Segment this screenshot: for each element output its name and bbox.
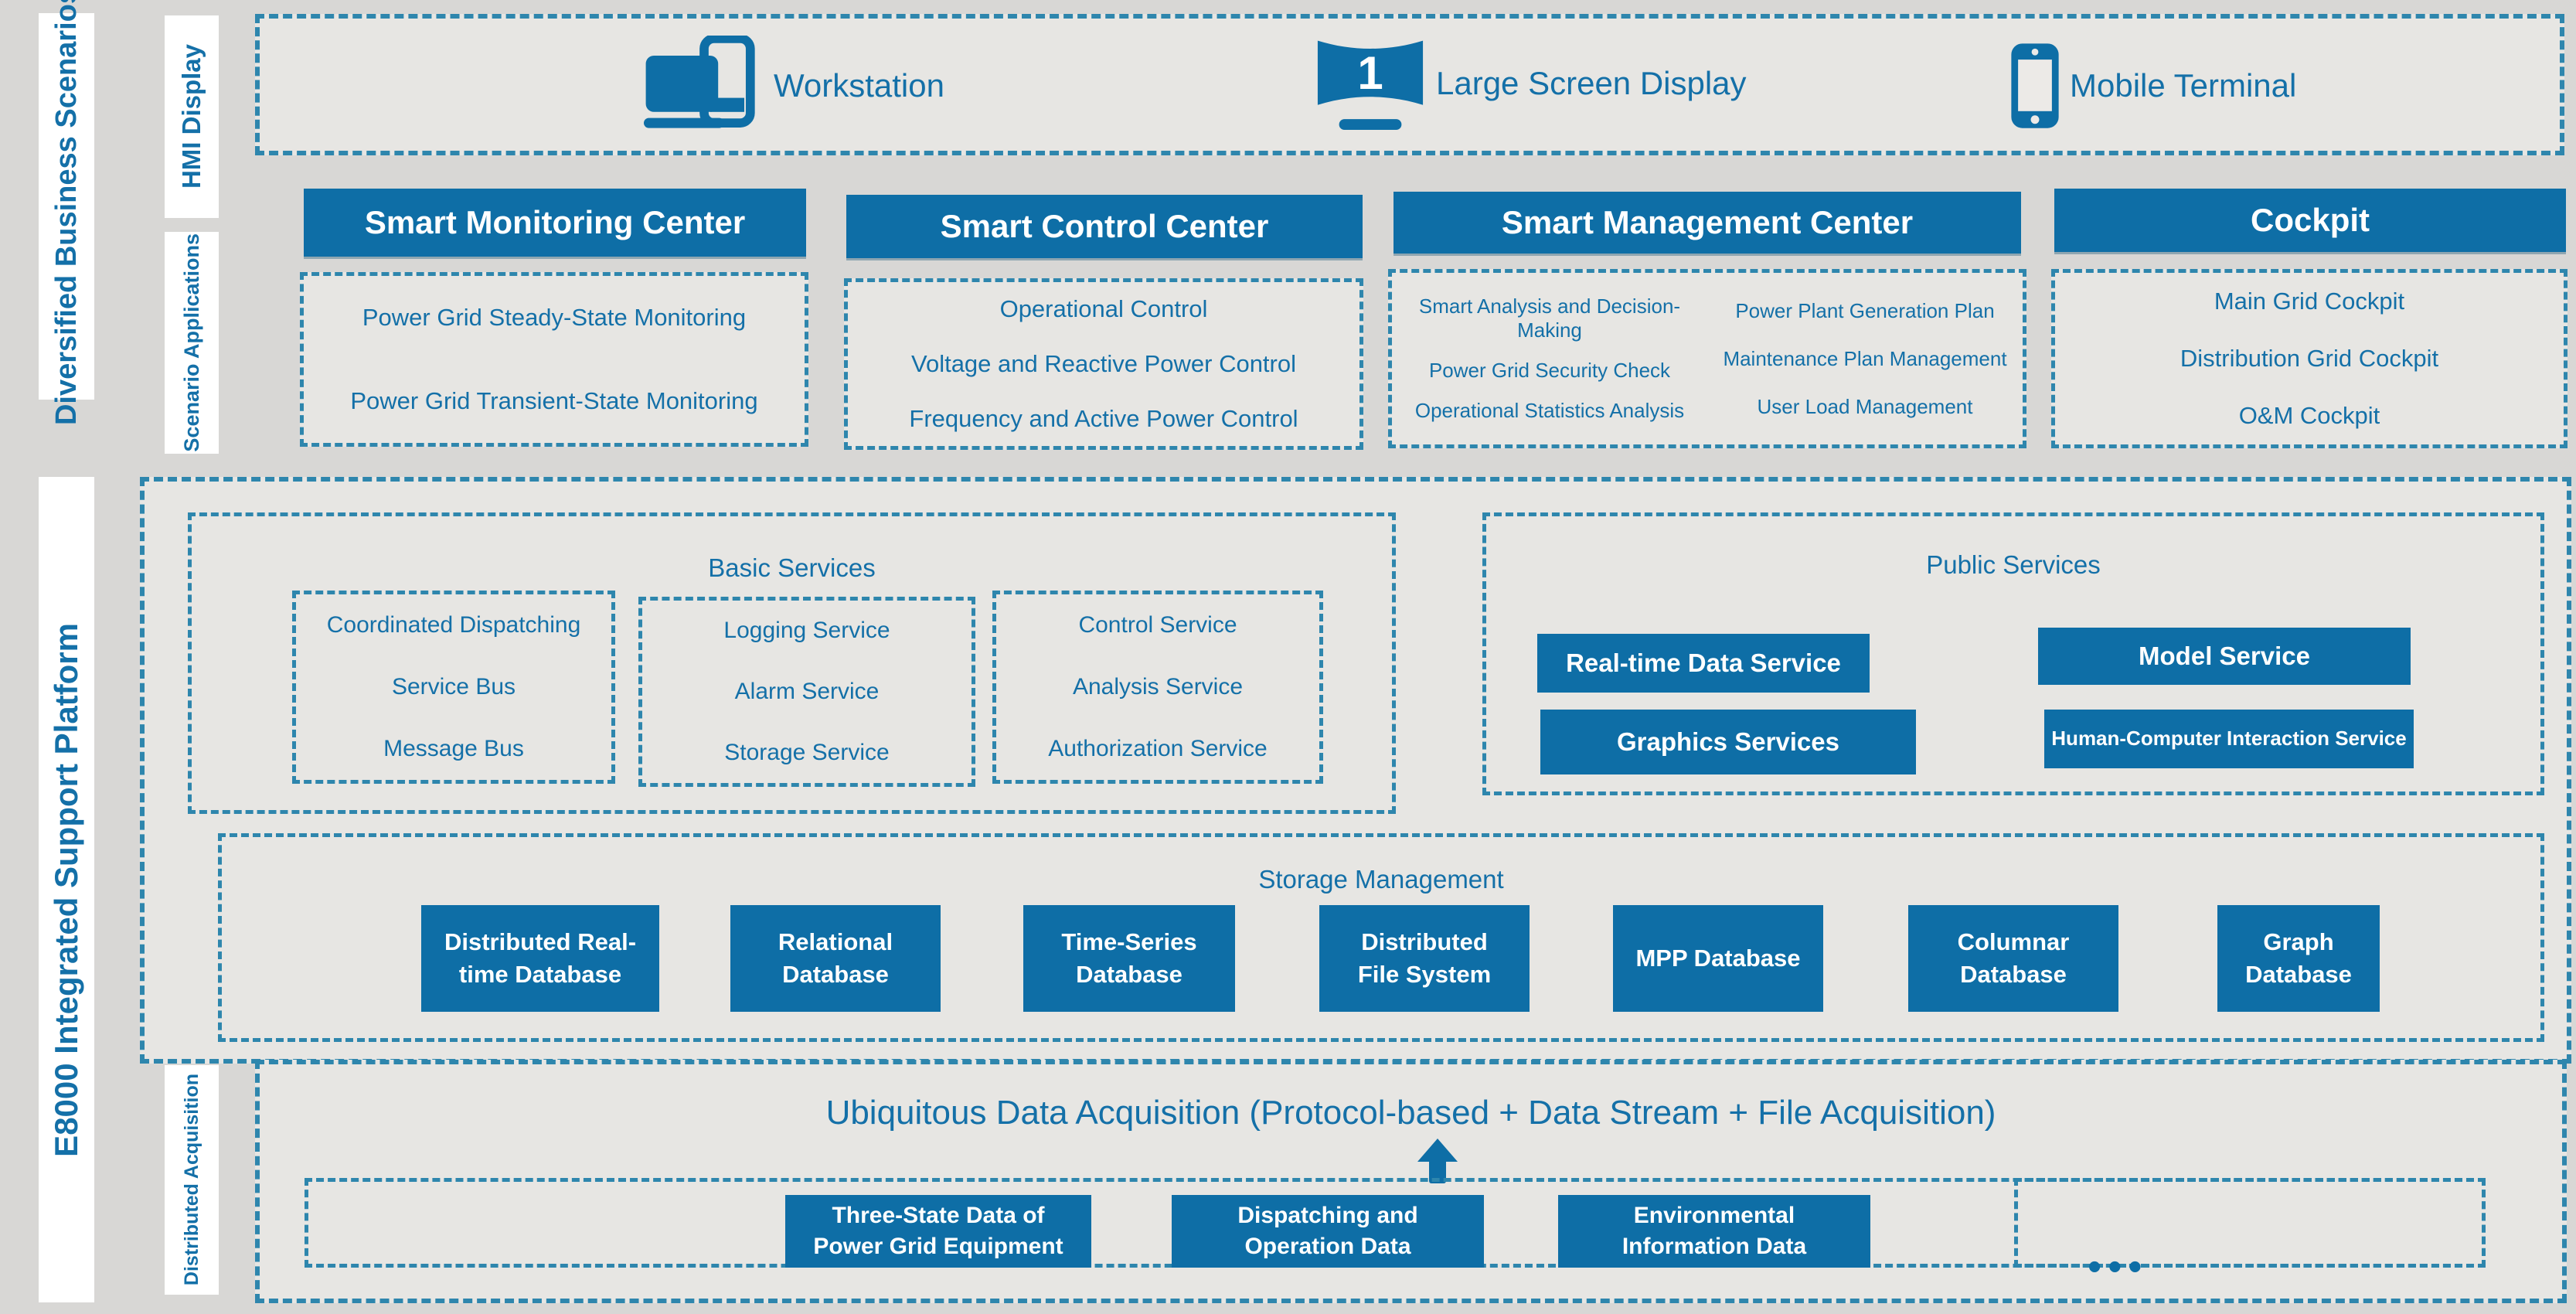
smart-management-center-box: Smart Analysis and Decision-Making Power… [1388, 269, 2026, 448]
database-box: Graph Database [2217, 905, 2380, 1012]
service-item: Analysis Service [1072, 674, 1244, 700]
hmi-display-label: HMI Display [177, 44, 206, 189]
cockpit-header: Cockpit [2054, 189, 2566, 252]
platform-label: E8000 Integrated Support Platform [48, 622, 84, 1157]
basic-services-box: Basic Services Coordinated Dispatching S… [188, 512, 1396, 814]
scenario-item: Maintenance Plan Management [1723, 346, 2007, 370]
scenario-item: User Load Management [1757, 394, 1973, 418]
data-source-box: Three-State Data of Power Grid Equipment [785, 1195, 1091, 1268]
public-service-button: Real-time Data Service [1537, 634, 1870, 693]
large-screen-label: Large Screen Display [1436, 65, 1747, 101]
distributed-acquisition-label: Distributed Acquisition [180, 1074, 202, 1286]
database-box: Relational Database [730, 905, 941, 1012]
scenario-item: Power Grid Security Check [1428, 358, 1671, 382]
large-screen-device: 1 Large Screen Display [1312, 29, 1747, 138]
scenario-item: O&M Cockpit [2238, 402, 2380, 429]
scenario-applications-label: Scenario Applications [179, 233, 203, 452]
scenario-item: Power Grid Steady-State Monitoring [362, 304, 747, 331]
service-item: Service Bus [391, 674, 516, 700]
cockpit-items: Main Grid Cockpit Distribution Grid Cock… [2055, 273, 2564, 444]
mobile-icon [2011, 43, 2059, 128]
smart-monitoring-center-box: Power Grid Steady-State Monitoring Power… [300, 272, 808, 447]
data-source-box: Dispatching and Operation Data [1172, 1195, 1484, 1268]
business-scenarios-label: Diversified Business Scenarios [49, 0, 83, 426]
hmi-display-panel: Workstation 1 Large Screen Display Mobil… [255, 14, 2564, 155]
platform-rail: E8000 Integrated Support Platform [39, 477, 94, 1302]
mobile-device: Mobile Terminal [2008, 36, 2296, 136]
acquisition-title: Ubiquitous Data Acquisition (Protocol-ba… [825, 1094, 1996, 1132]
database-box: Distributed Real- time Database [421, 905, 659, 1012]
database-box: Columnar Database [1908, 905, 2118, 1012]
basic-services-group-3: Control Service Analysis Service Authori… [992, 591, 1323, 784]
scenario-item: Operational Control [999, 295, 1208, 323]
public-service-button: Model Service [2038, 628, 2411, 685]
distributed-acquisition-rail: Distributed Acquisition [165, 1065, 219, 1295]
smart-management-items: Smart Analysis and Decision-Making Power… [1392, 273, 2023, 444]
data-source-box: Environmental Information Data [1558, 1195, 1870, 1268]
scenario-applications-rail: Scenario Applications [165, 232, 219, 454]
storage-management-title: Storage Management [1258, 865, 1504, 894]
ellipsis-dots: ••• [2088, 1244, 2149, 1289]
service-item: Authorization Service [1048, 736, 1268, 761]
service-item: Storage Service [724, 739, 890, 765]
basic-services-group-1: Coordinated Dispatching Service Bus Mess… [292, 591, 615, 784]
public-service-button: Human-Computer Interaction Service [2044, 710, 2414, 768]
basic-services-title: Basic Services [708, 553, 876, 582]
arrow-up-icon [1417, 1139, 1458, 1162]
service-item: Control Service [1078, 612, 1237, 638]
smart-management-left-column: Smart Analysis and Decision-Making Power… [1392, 273, 1707, 444]
scenario-item: Main Grid Cockpit [2214, 288, 2405, 315]
scenario-item: Smart Analysis and Decision-Making [1418, 294, 1681, 342]
workstation-label: Workstation [774, 67, 944, 104]
scenario-item: Power Grid Transient-State Monitoring [350, 387, 758, 414]
scenario-item: Distribution Grid Cockpit [2180, 345, 2439, 372]
database-box: Time-Series Database [1023, 905, 1235, 1012]
service-item: Alarm Service [734, 678, 880, 704]
smart-control-items: Operational Control Voltage and Reactive… [848, 282, 1359, 446]
service-item: Coordinated Dispatching [326, 612, 581, 638]
workstation-icon [644, 36, 755, 128]
more-sources-box: ••• [2014, 1178, 2486, 1287]
public-service-button: Graphics Services [1540, 710, 1916, 774]
public-services-title: Public Services [1926, 550, 2101, 579]
database-box: MPP Database [1613, 905, 1823, 1012]
smart-monitoring-center-header: Smart Monitoring Center [304, 189, 806, 257]
business-scenarios-rail: Diversified Business Scenarios [39, 0, 94, 425]
service-item: Message Bus [383, 736, 524, 761]
smart-management-center-header: Smart Management Center [1393, 192, 2021, 254]
cockpit-box: Main Grid Cockpit Distribution Grid Cock… [2051, 269, 2567, 448]
large-screen-icon: 1 [1317, 40, 1424, 130]
scenario-item: Power Plant Generation Plan [1735, 298, 1995, 322]
scenario-item: Operational Statistics Analysis [1414, 398, 1685, 422]
scenario-item: Voltage and Reactive Power Control [910, 349, 1296, 377]
database-box: Distributed File System [1319, 905, 1530, 1012]
storage-management-box: Storage Management Distributed Real- tim… [218, 833, 2544, 1042]
public-services-box: Public Services Real-time Data Service M… [1482, 512, 2544, 795]
smart-control-center-box: Operational Control Voltage and Reactive… [844, 278, 1363, 450]
arrow-up-stem [1429, 1159, 1446, 1183]
platform-panel: Basic Services Coordinated Dispatching S… [140, 477, 2571, 1064]
scenario-item: Frequency and Active Power Control [909, 404, 1298, 432]
service-item: Logging Service [723, 618, 890, 644]
workstation-device: Workstation [642, 36, 944, 136]
mobile-terminal-label: Mobile Terminal [2070, 67, 2297, 104]
basic-services-group-2: Logging Service Alarm Service Storage Se… [638, 597, 975, 787]
smart-management-right-column: Power Plant Generation Plan Maintenance … [1707, 273, 2023, 444]
acquisition-panel: Ubiquitous Data Acquisition (Protocol-ba… [255, 1060, 2567, 1303]
smart-control-center-header: Smart Control Center [846, 195, 1363, 258]
hmi-display-rail: HMI Display [165, 15, 219, 218]
large-screen-badge: 1 [1357, 47, 1383, 99]
smart-monitoring-items: Power Grid Steady-State Monitoring Power… [304, 276, 805, 443]
